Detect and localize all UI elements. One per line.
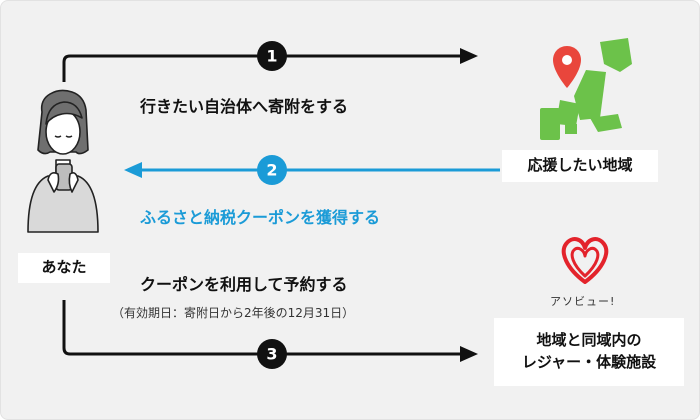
japan-map-icon <box>540 38 632 140</box>
step-3-label: クーポンを利用して予約する <box>140 275 348 294</box>
you-label-box: あなた <box>18 253 110 283</box>
facilities-box: 地域と同域内の レジャー・体験施設 <box>494 318 684 386</box>
step-3-note: （有効期日：寄附日から2年後の12月31日） <box>112 306 355 320</box>
step-3-number: 3 <box>266 345 277 364</box>
step-1-number: 1 <box>266 47 277 66</box>
arrow-3-head <box>460 346 478 362</box>
step-2-number: 2 <box>266 161 277 180</box>
municipality-box: 応援したい地域 <box>502 150 658 182</box>
step-2-label: ふるさと納税クーポンを獲得する <box>140 208 381 227</box>
step-2-badge: 2 <box>257 155 287 185</box>
arrow-2-head <box>124 162 142 178</box>
asoview-logo-icon <box>561 237 609 284</box>
step-1-label: 行きたい自治体へ寄附をする <box>140 97 349 116</box>
location-pin-icon <box>553 46 581 88</box>
arrow-1-head <box>460 48 478 64</box>
arrow-3-line <box>62 300 462 356</box>
arrow-1-line <box>62 54 462 82</box>
step-3-badge: 3 <box>257 339 287 369</box>
person-icon <box>27 89 99 233</box>
municipality-label: 応援したい地域 <box>527 156 633 175</box>
brand-name: アソビュー! <box>550 295 616 308</box>
facilities-label-line-1: 地域と同域内の <box>536 331 642 350</box>
you-label: あなた <box>41 258 87 277</box>
step-1-badge: 1 <box>257 41 287 71</box>
facilities-label-line-2: レジャー・体験施設 <box>521 353 657 371</box>
